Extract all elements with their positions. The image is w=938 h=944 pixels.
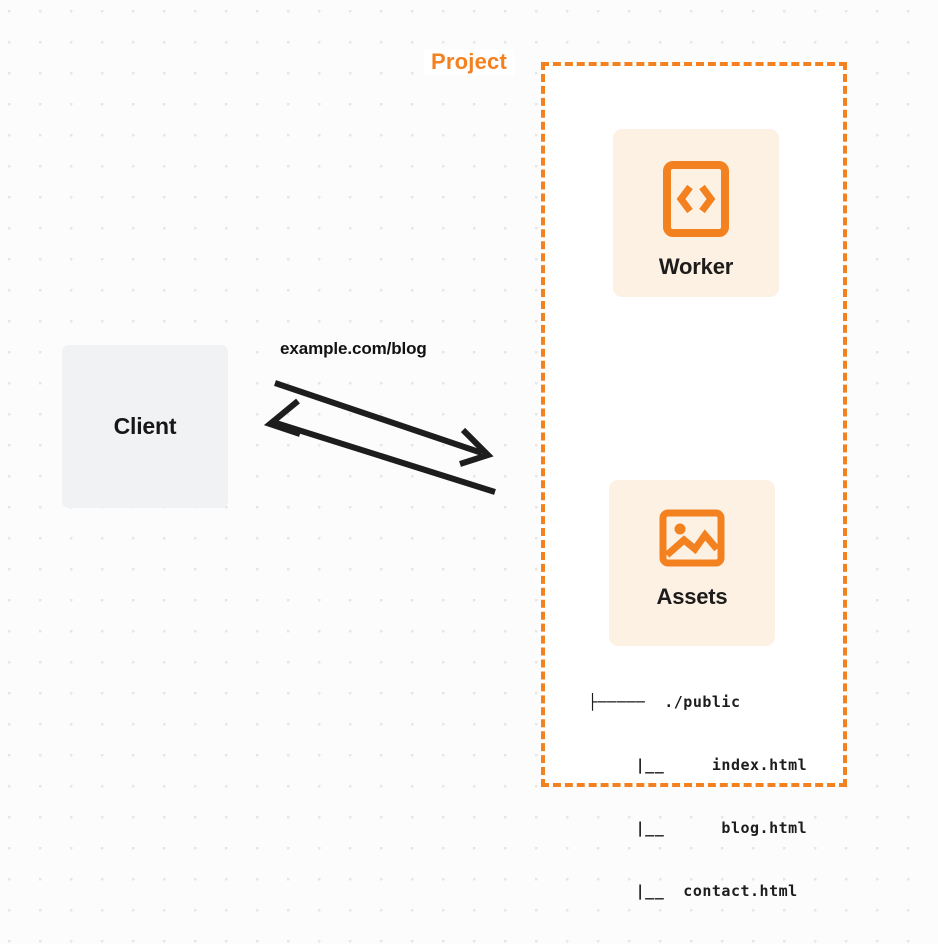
request-arrow [274, 380, 494, 467]
file-tree-row: ├───── ./public [588, 693, 741, 711]
file-tree-row: |__ index.html [588, 756, 808, 774]
assets-file-tree: ├───── ./public |__ index.html |__ blog.… [588, 650, 807, 944]
project-title: Project [424, 49, 514, 75]
connection-arrows [263, 380, 496, 495]
file-tree-row: |__ contact.html [588, 882, 798, 900]
image-icon [658, 508, 726, 568]
client-label: Client [113, 413, 177, 439]
client-node: Client [62, 345, 228, 508]
code-brackets-icon [662, 160, 730, 238]
response-arrow [263, 398, 496, 495]
diagram-canvas: Client example.com/blog Project Worker [62, 49, 847, 900]
worker-label: Worker [658, 254, 734, 279]
assets-node[interactable]: Assets [609, 480, 775, 646]
assets-label: Assets [656, 584, 728, 609]
file-tree-row: |__ blog.html [588, 819, 808, 837]
connection-label: example.com/blog [280, 339, 427, 358]
worker-node[interactable]: Worker [613, 129, 779, 297]
